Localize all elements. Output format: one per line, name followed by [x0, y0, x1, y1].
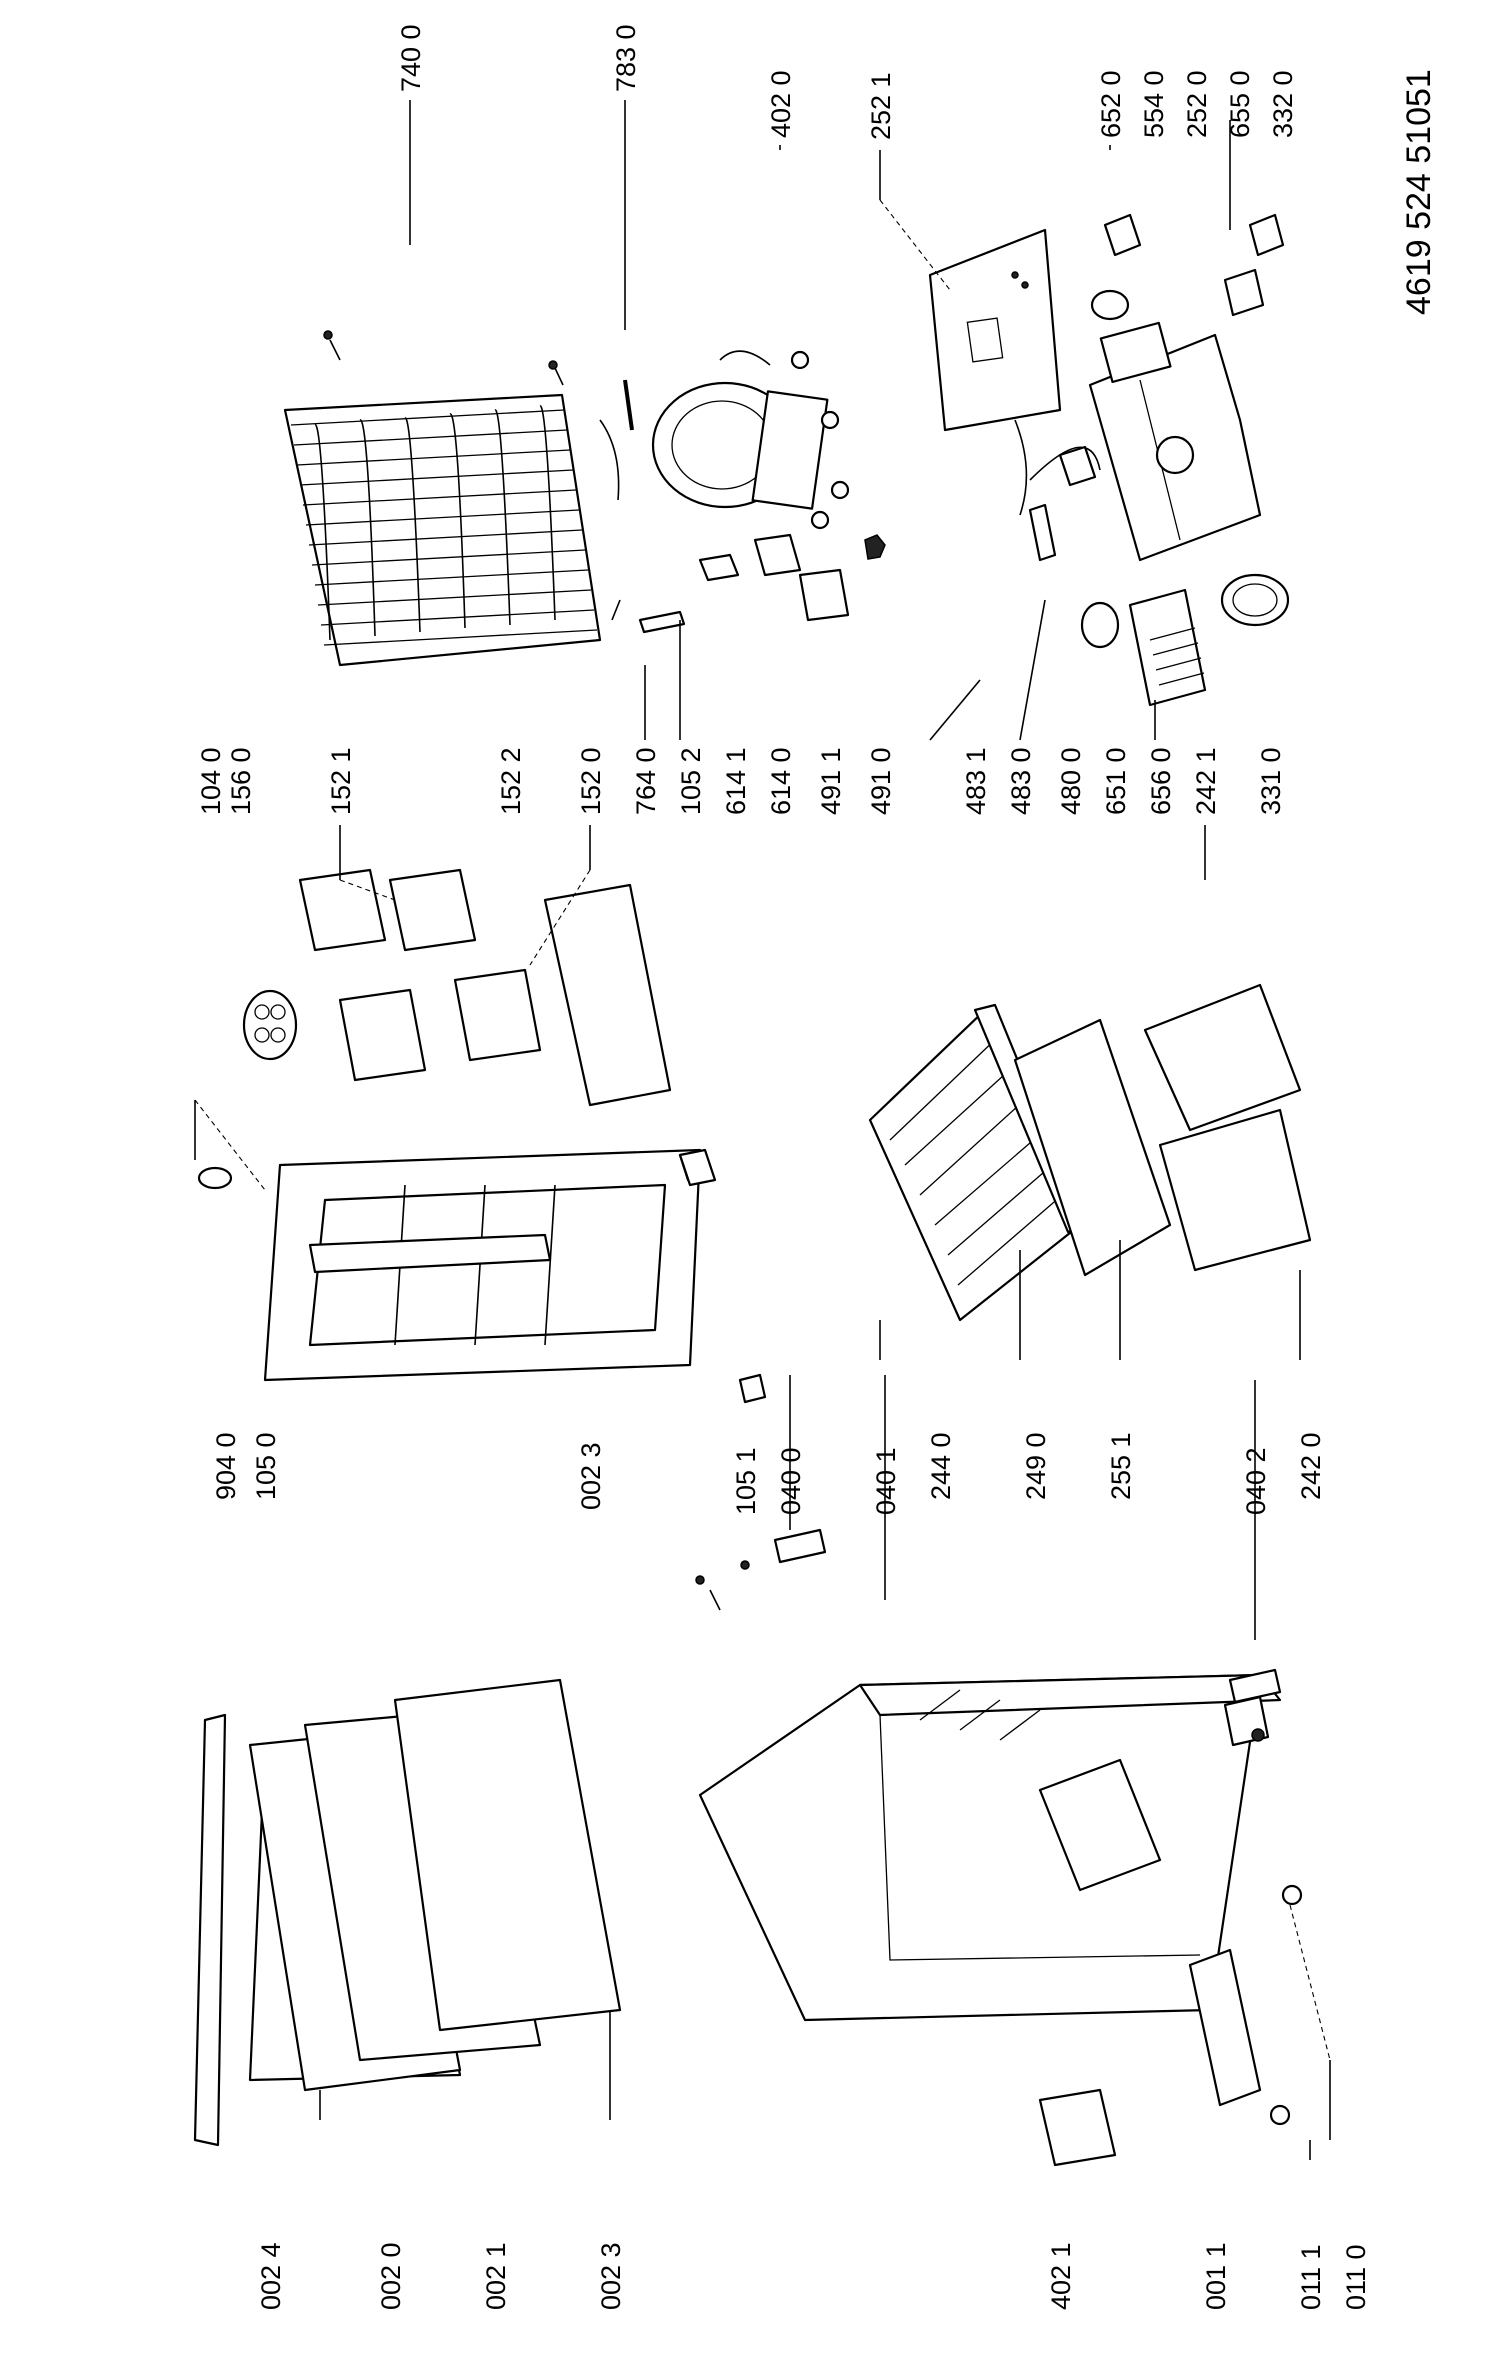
label-002-3-liner: 002 3	[576, 1442, 606, 1510]
label-002-4: 002 4	[256, 2242, 286, 2310]
label-011-1: 011 1	[1296, 2244, 1326, 2310]
label-249-0: 249 0	[1021, 1432, 1051, 1500]
doors-stack	[193, 1678, 622, 2147]
label-652-0: 652 0	[1096, 70, 1126, 138]
lamp-ring-331	[1220, 573, 1290, 627]
label-651-0: 651 0	[1101, 747, 1131, 815]
label-483-1: 483 1	[961, 747, 991, 815]
label-740-0: 740 0	[396, 24, 426, 92]
parts-drawing	[193, 213, 1312, 2167]
part-labels: 740 0 783 0 402 0 252 1 652 0 554 0 252 …	[196, 24, 1438, 2310]
door-liner	[197, 1148, 767, 1404]
label-002-1: 002 1	[481, 2242, 511, 2310]
label-040-1: 040 1	[871, 1447, 901, 1515]
label-402-1: 402 1	[1046, 2242, 1076, 2310]
label-904-0: 904 0	[211, 1432, 241, 1500]
hinges	[695, 1528, 1282, 1704]
lamp-bulb-651	[1080, 601, 1120, 649]
capillary-764	[638, 610, 686, 634]
crisper-drawers	[1143, 983, 1312, 1272]
label-152-0: 152 0	[576, 747, 606, 815]
label-105-2: 105 2	[676, 747, 706, 815]
label-331-0: 331 0	[1256, 747, 1286, 815]
label-764-0: 764 0	[631, 747, 661, 815]
label-554-0: 554 0	[1139, 70, 1169, 138]
label-491-0: 491 0	[866, 747, 896, 815]
label-480-0: 480 0	[1056, 747, 1086, 815]
control-panel-cover	[928, 228, 1062, 432]
label-152-1: 152 1	[326, 747, 356, 815]
label-105-1: 105 1	[731, 1447, 761, 1515]
label-011-0: 011 0	[1341, 2244, 1371, 2310]
label-655-0: 655 0	[1225, 70, 1255, 138]
relay-cover-491	[798, 568, 850, 622]
leader-lines	[194, 100, 1331, 2160]
bracket-614	[698, 553, 740, 582]
thermostat-housing	[1088, 321, 1262, 562]
label-105-0: 105 0	[251, 1432, 281, 1500]
label-242-1: 242 1	[1191, 747, 1221, 815]
condenser-coil	[283, 330, 621, 667]
label-614-1: 614 1	[721, 747, 751, 815]
label-614-0: 614 0	[766, 747, 796, 815]
relay-614-0	[753, 533, 802, 577]
cabinet-body	[698, 1673, 1303, 2167]
label-244-0: 244 0	[926, 1432, 956, 1500]
label-040-0: 040 0	[776, 1447, 806, 1515]
label-656-0: 656 0	[1146, 747, 1176, 815]
shelf-grid	[868, 1003, 1172, 1322]
label-001-1: 001 1	[1201, 2242, 1231, 2310]
label-255-1: 255 1	[1106, 1432, 1136, 1500]
label-002-0: 002 0	[376, 2242, 406, 2310]
label-783-0: 783 0	[611, 24, 641, 92]
label-252-0: 252 0	[1182, 70, 1212, 138]
label-152-2: 152 2	[496, 747, 526, 815]
label-040-2: 040 2	[1241, 1447, 1271, 1515]
label-491-1: 491 1	[816, 747, 846, 815]
label-402-0: 402 0	[766, 70, 796, 138]
compressor	[651, 350, 850, 530]
door-handle-trim	[193, 1713, 227, 2147]
lamp-cover-656	[1128, 588, 1207, 707]
lamp-and-knobs	[1090, 213, 1285, 321]
label-242-0: 242 0	[1296, 1432, 1326, 1500]
document-number: 4619 524 51051	[1400, 69, 1438, 315]
label-104-0: 104 0	[196, 747, 226, 815]
label-332-0: 332 0	[1268, 70, 1298, 138]
door-shelves	[242, 868, 672, 1107]
label-252-1: 252 1	[866, 72, 896, 140]
label-156-0: 156 0	[226, 747, 256, 815]
label-483-0: 483 0	[1006, 747, 1036, 815]
wiring-harness	[1014, 419, 1101, 562]
label-002-3: 002 3	[596, 2242, 626, 2310]
